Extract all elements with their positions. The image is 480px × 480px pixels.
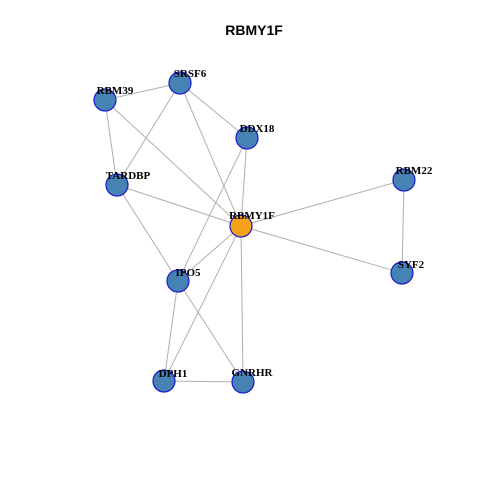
edge-rbm22-syf2 — [401, 179, 405, 274]
node-label-dph1: DPH1 — [159, 368, 188, 380]
edge-rbmy1f-dph1 — [163, 225, 242, 382]
node-layer — [93, 71, 416, 394]
node-syf2 — [390, 261, 414, 285]
edge-tardbp-ipo5 — [116, 184, 179, 282]
node-label-rbmy1f: RBMY1F — [229, 210, 275, 222]
node-rbmy1f — [229, 214, 253, 238]
node-rbm22 — [392, 168, 416, 192]
edge-ddx18-ipo5 — [177, 137, 248, 282]
edge-rbm39-rbmy1f — [104, 99, 242, 227]
edge-layer — [104, 82, 405, 383]
edge-ipo5-gnrhr — [177, 280, 244, 383]
edge-tardbp-rbmy1f — [116, 184, 242, 227]
node-label-gnrhr: GNRHR — [232, 367, 274, 379]
edge-rbmy1f-gnrhr — [240, 225, 244, 383]
node-gnrhr — [231, 370, 255, 394]
edge-srsf6-ddx18 — [179, 82, 248, 139]
edge-ddx18-rbmy1f — [240, 137, 248, 227]
node-ipo5 — [166, 269, 190, 293]
node-rbm39 — [93, 88, 117, 112]
node-label-rbm22: RBM22 — [396, 165, 433, 177]
node-srsf6 — [168, 71, 192, 95]
node-label-tardbp: TARDBP — [106, 170, 151, 182]
edge-rbmy1f-rbm22 — [240, 179, 405, 227]
node-label-ipo5: IPO5 — [175, 267, 201, 279]
node-dph1 — [152, 369, 176, 393]
node-tardbp — [105, 173, 129, 197]
node-ddx18 — [235, 126, 259, 150]
node-label-ddx18: DDX18 — [240, 123, 275, 135]
edge-dph1-gnrhr — [163, 380, 244, 383]
edge-rbmy1f-ipo5 — [177, 225, 242, 282]
edge-rbmy1f-syf2 — [240, 225, 403, 274]
edge-rbm39-tardbp — [104, 99, 118, 186]
edge-srsf6-tardbp — [116, 82, 181, 186]
edge-ipo5-dph1 — [163, 280, 179, 382]
diagram-title: RBMY1F — [225, 22, 283, 38]
node-label-rbm39: RBM39 — [97, 85, 134, 97]
edge-rbm39-srsf6 — [104, 82, 181, 101]
node-label-syf2: SYF2 — [398, 259, 425, 271]
edge-srsf6-rbmy1f — [179, 82, 242, 227]
node-label-srsf6: SRSF6 — [174, 68, 207, 80]
